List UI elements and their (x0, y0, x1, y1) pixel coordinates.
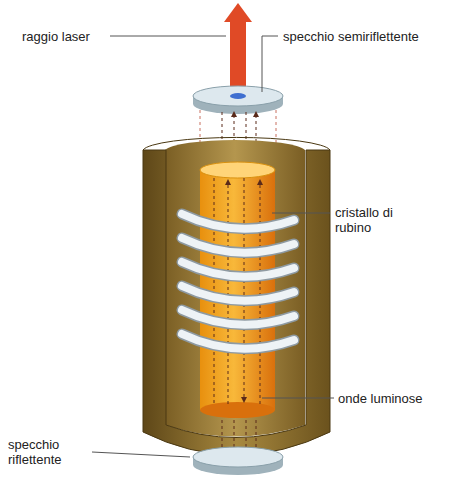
light-waves-rod (214, 178, 260, 404)
light-waves-bottom (222, 420, 256, 448)
part-label: onde luminose (338, 391, 438, 406)
leader-lines (92, 36, 334, 457)
reflective-mirror (193, 447, 283, 475)
ruby-rod (200, 162, 275, 418)
part-label: raggio laser (22, 29, 90, 44)
laser-beam (224, 3, 252, 94)
reflector-housing (143, 137, 330, 455)
flash-lamp-coil (182, 214, 294, 349)
semi-mirror (193, 86, 283, 114)
part-label: cristallo di rubino (335, 205, 407, 235)
part-label: specchio riflettente (8, 437, 90, 467)
part-label: specchio semiriflettente (283, 29, 443, 44)
